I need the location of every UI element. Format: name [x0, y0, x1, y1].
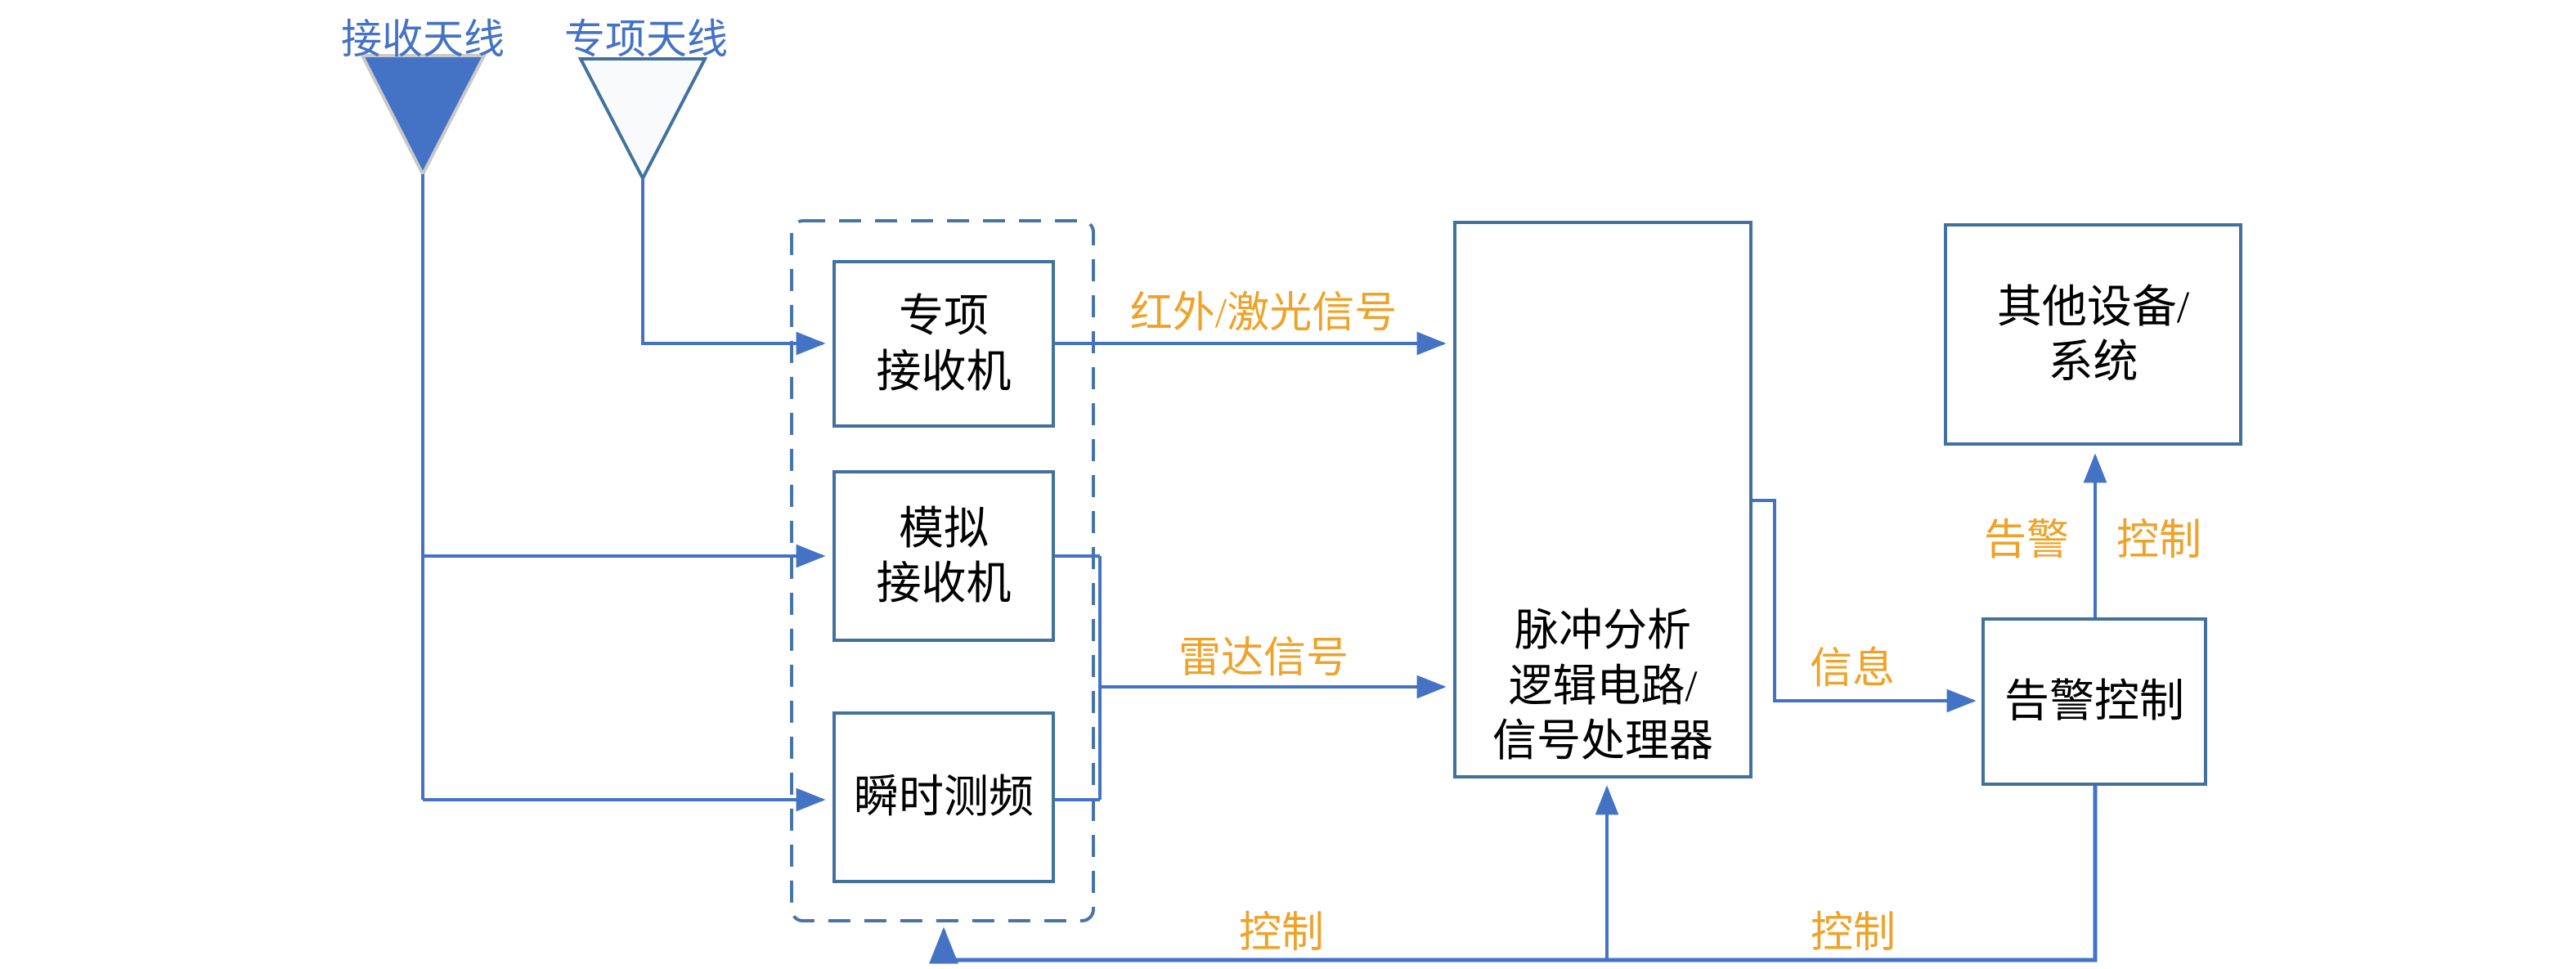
database-label: 数据库	[1542, 309, 1664, 355]
special-receiver-label-line1: 专项	[898, 291, 989, 342]
other-system-box: 其他设备/ 系统	[1944, 223, 2242, 446]
analog-receiver-label-line1: 模拟	[898, 503, 989, 554]
control-bottom-right-label: 控制	[1810, 910, 1896, 957]
processor-label-line3: 信号处理器	[1492, 716, 1713, 765]
special-antenna-caption: 专项天线	[564, 16, 728, 62]
special-antenna-icon	[577, 57, 708, 182]
ifm-box: 瞬时测频	[832, 711, 1055, 883]
receiver-group-dashed-border	[790, 219, 1095, 922]
analog-receiver-label-line2: 接收机	[876, 559, 1012, 608]
radar-signal-label: 雷达信号	[1178, 635, 1349, 682]
ir-laser-signal-label: 红外/激光信号	[1129, 290, 1398, 337]
processor-label-line2: 逻辑电路/	[1508, 661, 1698, 711]
receive-antenna-caption: 接收天线	[341, 16, 505, 62]
ifm-label: 瞬时测频	[853, 772, 1034, 823]
alarm-label: 告警	[1983, 518, 2069, 564]
other-system-label-line1: 其他设备/	[1996, 281, 2190, 332]
special-receiver-box: 专项 接收机	[832, 260, 1055, 428]
processor-label: 脉冲分析 逻辑电路/ 信号处理器	[1456, 603, 1749, 769]
connector-control-feedback	[929, 786, 2098, 964]
analog-receiver-box: 模拟 接收机	[832, 470, 1055, 642]
alarm-control-box: 告警控制	[1981, 617, 2207, 786]
control-bottom-left-label: 控制	[1238, 910, 1324, 957]
info-label: 信息	[1809, 646, 1895, 693]
processor-box	[1453, 221, 1752, 778]
receive-antenna-icon	[359, 54, 487, 178]
other-system-label-line2: 系统	[2048, 337, 2138, 387]
alarm-control-label: 告警控制	[2004, 676, 2184, 727]
connector-info	[1752, 499, 1977, 713]
special-receiver-label-line2: 接收机	[876, 346, 1012, 397]
control-top-label: 控制	[2116, 518, 2201, 564]
connector-special-antenna-to-special-receiver	[641, 178, 826, 356]
processor-label-line1: 脉冲分析	[1515, 606, 1691, 655]
